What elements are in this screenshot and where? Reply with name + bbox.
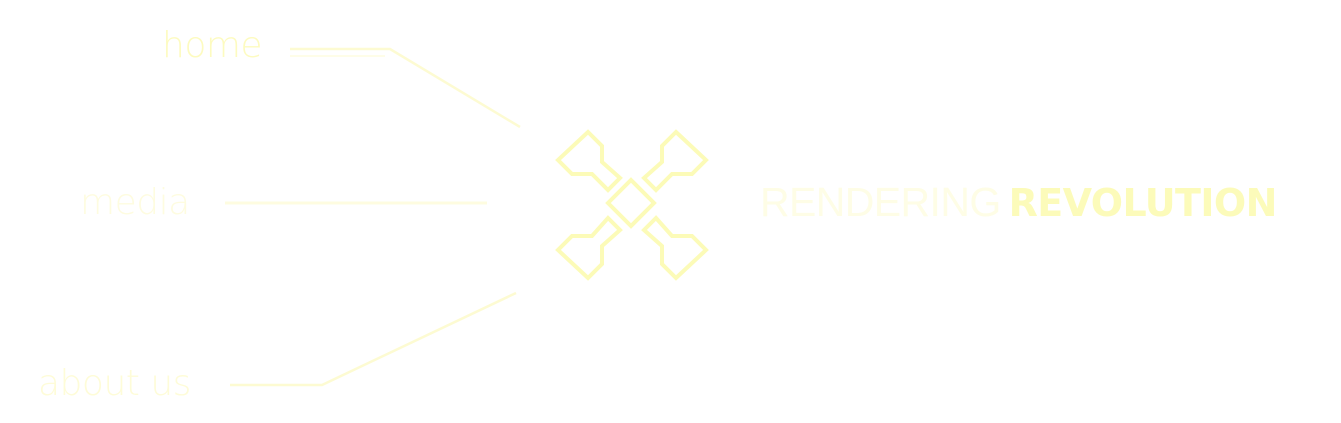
about-connector-line: [230, 291, 517, 387]
cross-diamond-logo-icon[interactable]: [552, 128, 712, 283]
brand-wordmark-bold: REVOLUTION: [1008, 181, 1278, 225]
brand-wordmark-light: RENDERING: [760, 179, 1001, 225]
nav-link-home[interactable]: home: [162, 25, 263, 66]
home-connector-line: [290, 47, 521, 129]
nav-link-media[interactable]: media: [80, 182, 190, 223]
nav-link-about-us[interactable]: about us: [38, 363, 191, 404]
